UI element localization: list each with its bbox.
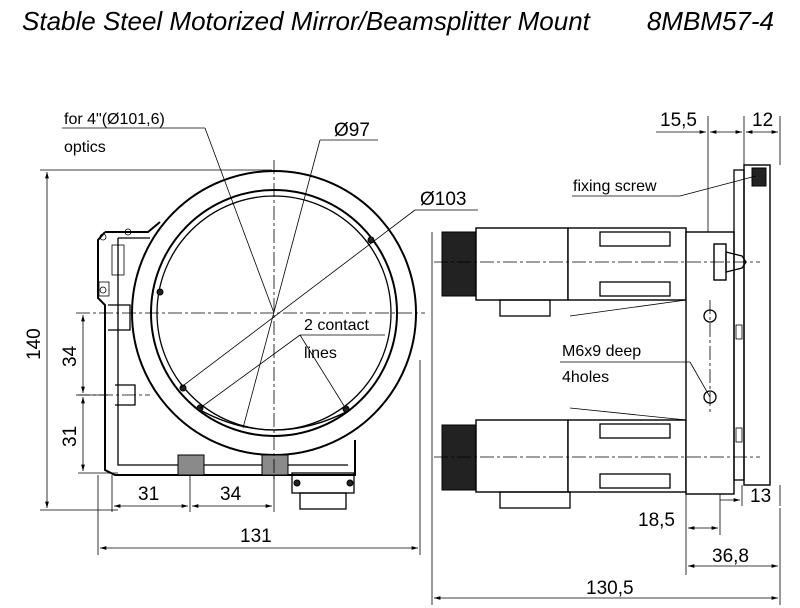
m6-label-1: M6x9 deep xyxy=(562,343,641,360)
dim-12-label: 12 xyxy=(752,110,773,131)
dim-31-vertical-label: 31 xyxy=(60,426,81,447)
adjuster-screw xyxy=(293,479,301,487)
bolt-tip xyxy=(725,251,747,273)
optics-note-line2: optics xyxy=(64,139,106,156)
bracket-slot xyxy=(108,304,131,331)
actuator-housing-lower xyxy=(567,419,687,493)
plate-edge xyxy=(569,299,687,317)
side-view: 15,5 12 fixing screw M6x9 deep 4holes 13… xyxy=(431,110,781,605)
actuator-knob-lower xyxy=(441,424,477,491)
ring-lip xyxy=(199,409,351,431)
contact-lines-label-1: 2 contact xyxy=(304,317,369,334)
actuator-foot-upper xyxy=(499,299,551,317)
dim-130-5-label: 130,5 xyxy=(586,578,634,599)
actuator-slot xyxy=(599,231,671,247)
dim-34-vertical-label: 34 xyxy=(60,345,81,367)
fixing-screw-head xyxy=(751,167,767,187)
bracket-screw xyxy=(99,233,107,241)
plate-detail xyxy=(735,324,743,340)
dim-31-horizontal-label: 31 xyxy=(138,484,159,505)
upper-actuator xyxy=(441,227,687,317)
actuator-slot xyxy=(599,281,671,297)
title-bar: Stable Steel Motorized Mirror/Beamsplitt… xyxy=(0,0,800,48)
actuator-slot xyxy=(599,423,671,439)
m6-label-2: 4holes xyxy=(562,369,609,386)
mount-bracket-outline xyxy=(97,221,356,476)
plate-detail xyxy=(735,427,743,443)
mounting-hole-left xyxy=(177,454,205,476)
dim-140-label: 140 xyxy=(24,328,45,360)
fixing-screw-leader xyxy=(679,175,757,197)
drawing-title: Stable Steel Motorized Mirror/Beamsplitt… xyxy=(22,6,590,36)
plate-edge xyxy=(569,407,687,421)
dim-36-8-label: 36,8 xyxy=(712,546,749,567)
leader-optics xyxy=(204,127,275,314)
leader-contact-b xyxy=(299,334,347,410)
dim-131-label: 131 xyxy=(240,526,272,547)
actuator-slot xyxy=(599,473,671,489)
dia-103-label: Ø103 xyxy=(420,189,466,210)
contact-point xyxy=(156,288,164,296)
front-view: for 4"(Ø101,6) optics Ø97 Ø103 2 contact… xyxy=(24,111,478,555)
dim-34-horizontal-label: 34 xyxy=(220,484,242,505)
dia-97-label: Ø97 xyxy=(334,120,370,141)
leader-dia97 xyxy=(242,139,321,429)
bracket-tab xyxy=(98,281,110,297)
leader-contact-a xyxy=(199,334,301,409)
adjuster-screw xyxy=(346,479,354,487)
bracket-rib xyxy=(111,244,125,276)
leader-dia103 xyxy=(179,209,416,389)
actuator-foot-lower xyxy=(499,491,571,509)
lower-actuator xyxy=(441,419,687,509)
dim-15-5-label: 15,5 xyxy=(660,110,697,131)
actuator-body-upper xyxy=(475,227,569,301)
contact-lines-label-2: lines xyxy=(304,345,337,362)
optic-holder xyxy=(743,164,771,486)
m6-leader xyxy=(689,361,711,398)
dim-18-5-label: 18,5 xyxy=(638,510,675,531)
bracket-screw xyxy=(99,286,107,294)
optic-face xyxy=(733,169,745,481)
fixing-screw-label: fixing screw xyxy=(573,178,657,195)
model-number: 8MBM57-4 xyxy=(646,6,774,36)
actuator-knob-upper xyxy=(441,231,477,297)
actuator-body-lower xyxy=(475,419,569,493)
actuator-housing-upper xyxy=(567,227,687,301)
bottom-adjuster-knob xyxy=(299,492,347,510)
dim-13-label: 13 xyxy=(750,486,771,507)
bracket-screw xyxy=(124,228,132,236)
optics-note-line1: for 4"(Ø101,6) xyxy=(64,111,165,128)
mounting-hole-right xyxy=(261,454,289,476)
